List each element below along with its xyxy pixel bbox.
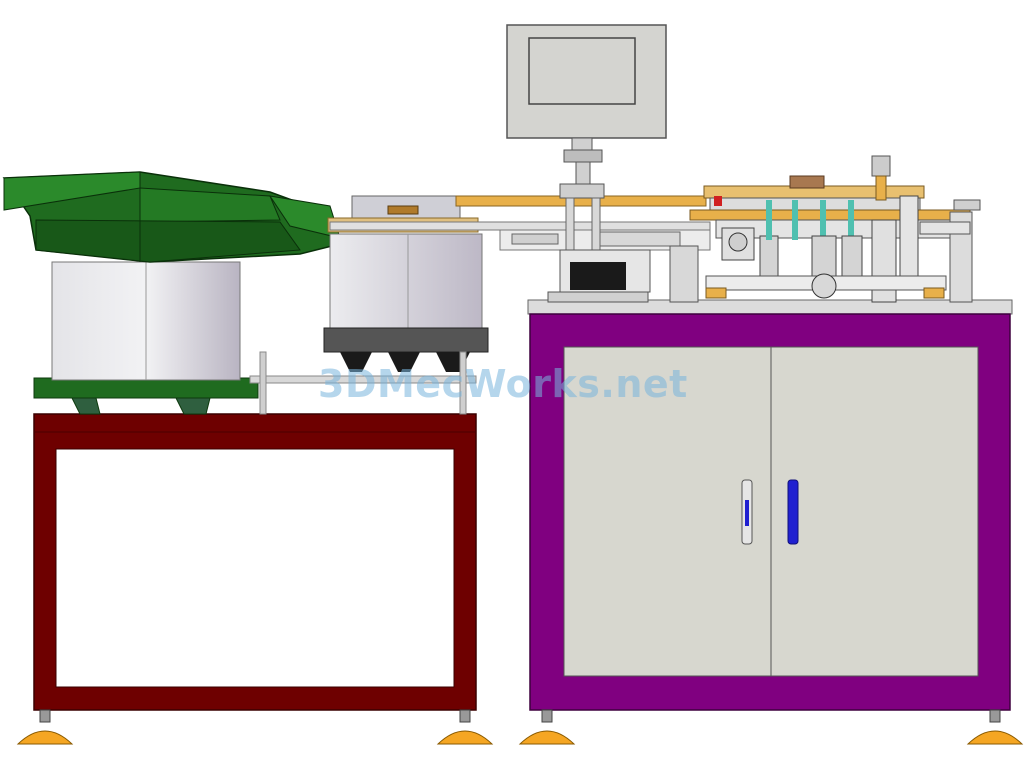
leveling-foot-icon	[16, 709, 74, 745]
leveling-foot-icon	[436, 709, 494, 745]
leveling-foot-icon	[518, 709, 576, 745]
secondary-feeder	[249, 195, 489, 415]
hmi-screen-icon	[506, 24, 667, 293]
cabinet-door-handle-icon	[741, 479, 753, 545]
processing-mechanism	[547, 155, 981, 303]
vibratory-bowl-feeder-icon	[2, 171, 341, 415]
transfer-conveyor	[329, 195, 711, 251]
cabinet-door-handle-icon	[787, 479, 799, 545]
right-cabinet	[527, 299, 1013, 711]
left-table-frame	[33, 413, 477, 711]
leveling-foot-icon	[966, 709, 1024, 745]
